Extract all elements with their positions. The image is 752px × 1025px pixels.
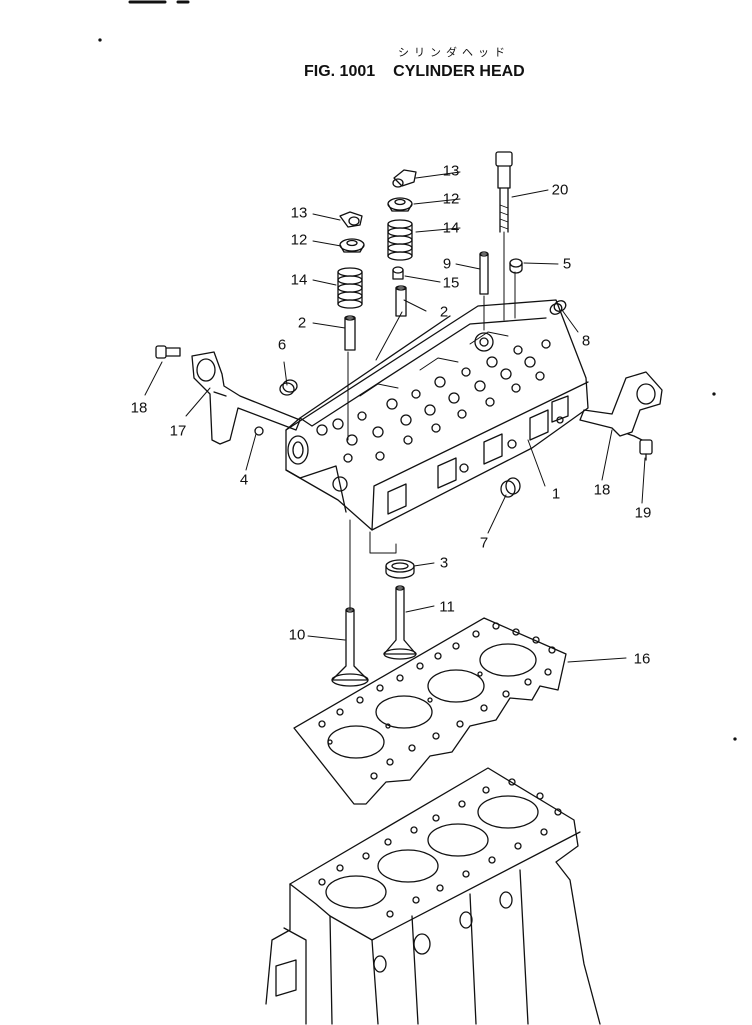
callout-12-upper: 12 bbox=[442, 190, 460, 208]
callout-4: 4 bbox=[239, 471, 249, 489]
bolt-18-left bbox=[156, 346, 180, 358]
valve-seat-3 bbox=[386, 560, 414, 578]
bracket-17 bbox=[580, 372, 662, 436]
figure-number: FIG. 1001 bbox=[304, 63, 376, 80]
callout-2-right: 2 bbox=[439, 303, 449, 321]
callout-11: 11 bbox=[439, 598, 455, 616]
cylinder-block bbox=[266, 768, 600, 1024]
callout-2-left: 2 bbox=[297, 314, 307, 332]
valve-keeper-13-right bbox=[393, 170, 416, 187]
callout-5: 5 bbox=[562, 255, 572, 273]
intake-valve-10 bbox=[332, 608, 368, 686]
callout-9: 9 bbox=[442, 255, 452, 273]
callout-8: 8 bbox=[581, 332, 591, 350]
cylinder-head-1 bbox=[286, 300, 588, 530]
callout-12-lower: 12 bbox=[290, 231, 308, 249]
plug-8 bbox=[548, 299, 567, 317]
head-gasket-19 bbox=[294, 618, 566, 804]
bolt-18-right bbox=[628, 434, 652, 460]
figure-title-kana: シリンダヘッド bbox=[398, 46, 510, 59]
plug-6 bbox=[280, 380, 297, 395]
callout-13-upper: 13 bbox=[442, 162, 460, 180]
callout-1: 1 bbox=[551, 485, 561, 503]
exhaust-valve-11 bbox=[384, 586, 416, 659]
callout-7: 7 bbox=[479, 534, 489, 552]
callout-14-upper: 14 bbox=[442, 219, 460, 237]
leader-lines bbox=[145, 172, 645, 662]
callout-18-right: 19 bbox=[634, 504, 652, 522]
valve-spring-14-right bbox=[388, 220, 412, 260]
callout-14-lower: 14 bbox=[290, 271, 308, 289]
callout-15: 15 bbox=[442, 274, 460, 292]
valve-guide-2-right bbox=[396, 286, 406, 316]
callout-19: 16 bbox=[633, 650, 651, 668]
plug-4 bbox=[255, 427, 263, 435]
callout-13-lower: 13 bbox=[290, 204, 308, 222]
callout-17: 18 bbox=[593, 481, 611, 499]
valve-keeper-13-left bbox=[340, 212, 362, 227]
stem-seal-15 bbox=[393, 267, 403, 279]
valve-guide-2-left bbox=[345, 316, 355, 350]
callout-16: 17 bbox=[169, 422, 187, 440]
callout-10: 10 bbox=[288, 626, 306, 644]
valve-spring-14-left bbox=[338, 268, 362, 308]
assembly-lines bbox=[348, 232, 515, 610]
plug-7 bbox=[501, 478, 520, 497]
figure-name: CYLINDER HEAD bbox=[393, 63, 525, 80]
callout-20: 20 bbox=[551, 181, 569, 199]
pin-9 bbox=[480, 252, 488, 294]
figure-title: FIG. 1001 CYLINDER HEAD bbox=[304, 63, 525, 81]
spring-retainer-12-left bbox=[340, 239, 364, 252]
head-bolt-20 bbox=[496, 152, 512, 232]
callout-18-left: 18 bbox=[130, 399, 148, 417]
scan-marks bbox=[99, 2, 736, 740]
callout-6: 6 bbox=[277, 336, 287, 354]
spring-retainer-12-right bbox=[388, 198, 412, 211]
bracket-16 bbox=[192, 352, 300, 444]
plug-5 bbox=[510, 259, 522, 273]
callout-3: 3 bbox=[439, 554, 449, 572]
